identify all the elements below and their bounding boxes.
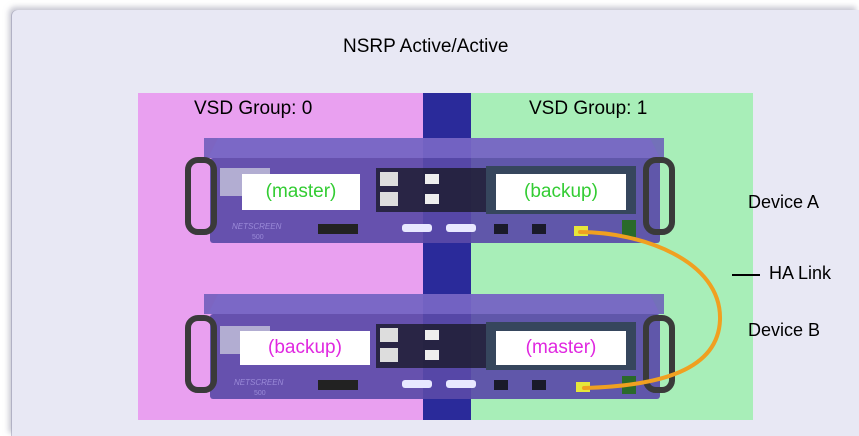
device-a-group0-role: (master) bbox=[242, 174, 360, 210]
device-a-label: Device A bbox=[748, 192, 820, 212]
device-a-group1-role: (backup) bbox=[496, 174, 626, 210]
device-a-brand: NETSCREEN bbox=[232, 222, 282, 231]
device-b-group0-role: (backup) bbox=[240, 331, 370, 365]
vsd-group-0-label: VSD Group: 0 bbox=[194, 98, 313, 119]
device-b-model: 500 bbox=[254, 390, 266, 397]
vsd-group-1-label: VSD Group: 1 bbox=[529, 98, 648, 119]
device-a-model: 500 bbox=[252, 234, 264, 241]
device-b-brand: NETSCREEN bbox=[234, 378, 284, 387]
device-b-label: Device B bbox=[748, 320, 821, 340]
diagram-title: NSRP Active/Active bbox=[343, 36, 509, 57]
device-b-group1-role: (master) bbox=[496, 331, 626, 365]
ha-link-label: HA Link bbox=[769, 263, 832, 283]
ha-link-cable bbox=[578, 230, 723, 390]
